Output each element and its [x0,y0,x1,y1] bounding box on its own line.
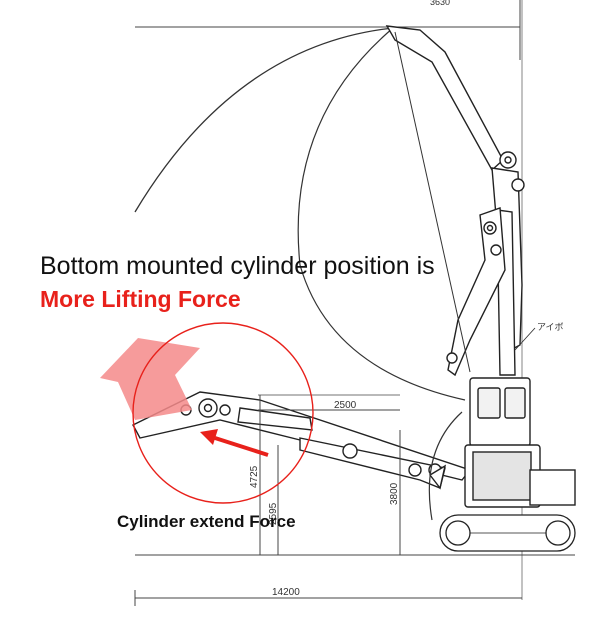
counterweight-arc [428,411,463,521]
force-arrow-head [200,429,218,445]
machine-body [464,377,576,508]
dimension-height-2: 2595 [268,502,279,525]
raised-bucket-rod [394,31,471,373]
dimension-top: 3630 [430,0,450,7]
dimension-reach: 2500 [334,400,357,411]
cylinder-highlight-circle [132,322,314,504]
callout-leader [514,327,536,351]
outer-reach-arc [134,27,394,213]
force-arrow-shaft [214,436,269,457]
lifting-direction-arrow [100,338,200,420]
headline-text: Bottom mounted cylinder position is [40,252,435,280]
crawler-track [439,514,576,552]
lifting-force-text: More Lifting Force [40,286,241,312]
cylinder-force-label: Cylinder extend Force [117,512,296,531]
dimension-height-3: 3800 [389,482,400,505]
dimension-overall: 14200 [272,587,300,598]
raised-boom [385,25,525,377]
part-callout: アイボ [537,322,564,332]
inner-reach-arc [297,27,466,401]
dimension-height-1: 4725 [249,465,260,488]
